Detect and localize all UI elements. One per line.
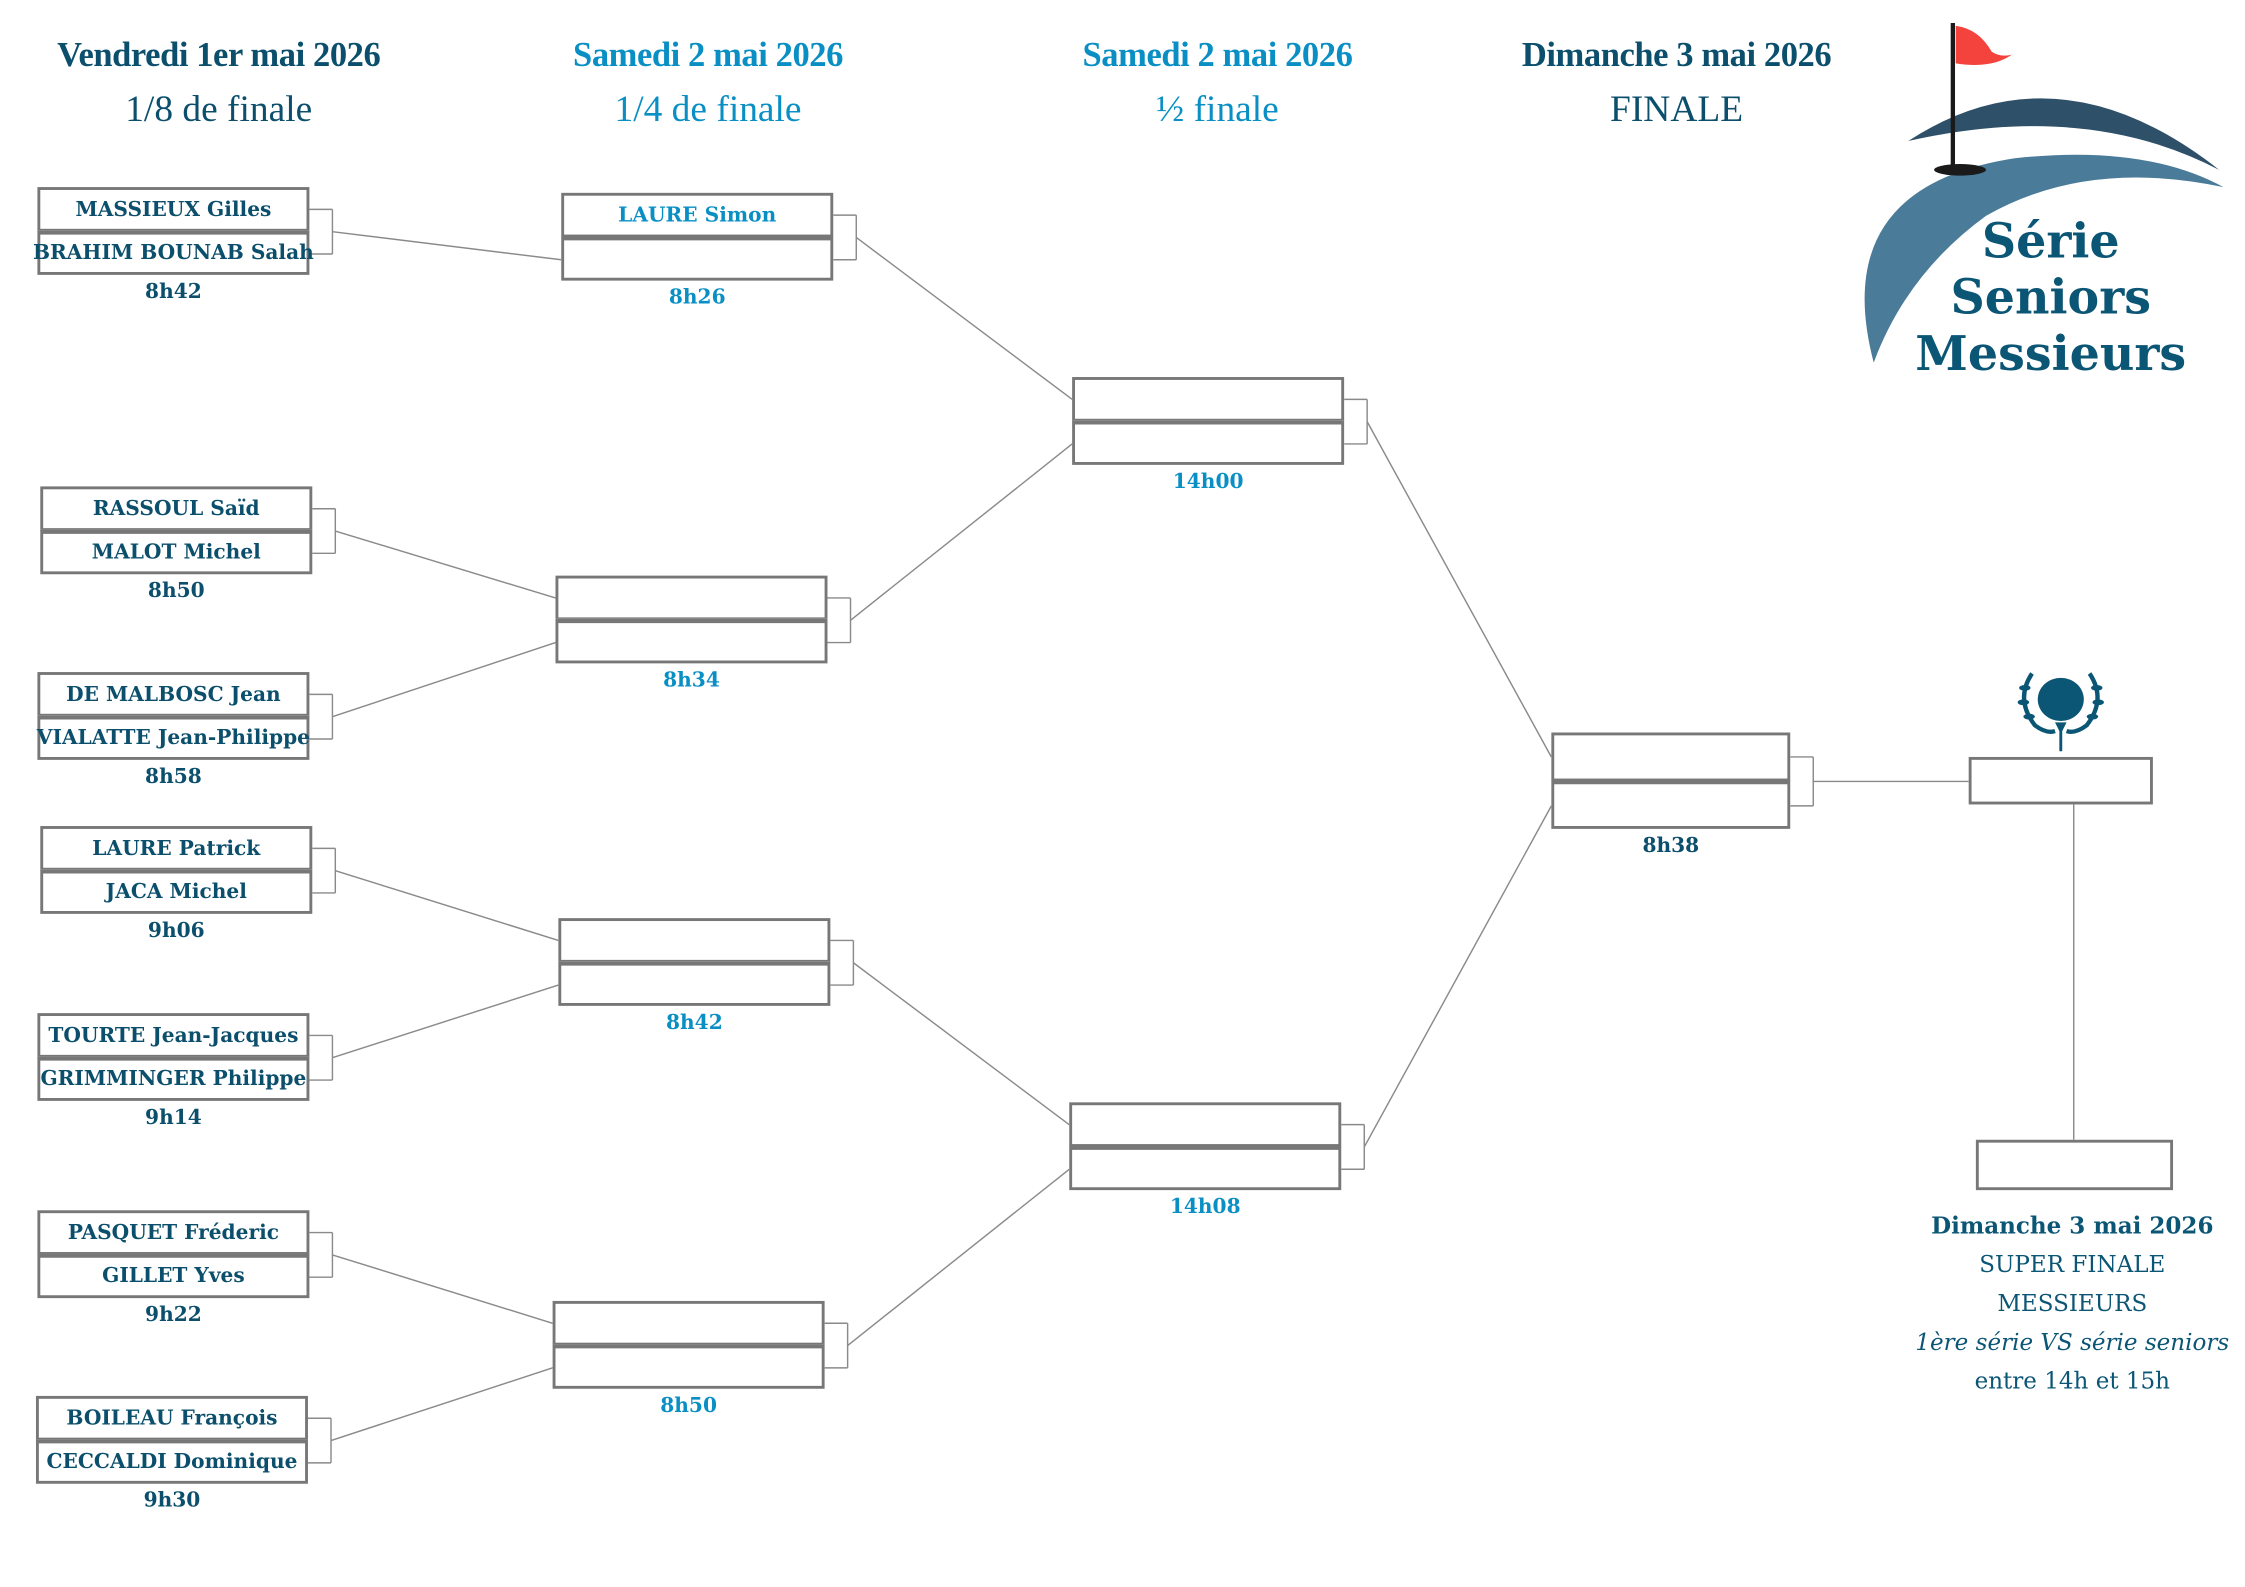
player-slot-top xyxy=(1072,377,1345,422)
match-time: 8h34 xyxy=(663,669,720,693)
connector-line xyxy=(852,962,1070,1126)
player-slot-bottom: GILLET Yves xyxy=(37,1253,310,1299)
player-slot-bottom: JACA Michel xyxy=(40,869,313,914)
match-time: 9h22 xyxy=(145,1303,202,1327)
player-slot-bottom: CECCALDI Dominique xyxy=(35,1439,308,1484)
header-final: Dimanche 3 mai 2026 FINALE xyxy=(1446,37,1907,131)
super-final-date: Dimanche 3 mai 2026 xyxy=(1931,1211,2214,1240)
connector-line xyxy=(847,1168,1070,1347)
quarter-final-match: 8h42 xyxy=(558,918,831,1035)
player-slot-bottom xyxy=(1072,420,1345,465)
player-slot-top: RASSOUL Saïd xyxy=(40,486,313,532)
player-slot-bottom xyxy=(1069,1145,1342,1191)
player-slot-bottom: MALOT Michel xyxy=(40,529,313,575)
connector-line xyxy=(855,236,1073,400)
match-time: 8h50 xyxy=(147,579,205,603)
connector-line xyxy=(850,443,1073,621)
super-final-slot xyxy=(1975,1139,2174,1191)
match-time: 14h00 xyxy=(1172,470,1244,494)
header-date: Samedi 2 mai 2026 xyxy=(573,37,843,75)
connector-line xyxy=(332,984,559,1059)
header-round: ½ finale xyxy=(1156,87,1279,130)
quarter-final-match: 8h50 xyxy=(552,1300,825,1418)
match-time: 9h06 xyxy=(147,919,205,943)
super-final-title: SUPER FINALE xyxy=(1979,1250,2166,1278)
player-slot-top: MASSIEUX Gilles xyxy=(37,187,310,232)
quarter-final-match: LAURE Simon 8h26 xyxy=(561,192,834,310)
header-quarter-finals: Samedi 2 mai 2026 1/4 de finale xyxy=(478,37,939,131)
connector-line xyxy=(335,530,556,599)
header-semi-finals: Samedi 2 mai 2026 ½ finale xyxy=(987,37,1448,131)
player-slot-top: BOILEAU François xyxy=(35,1395,308,1441)
match-time: 9h30 xyxy=(143,1489,201,1513)
header-round: FINALE xyxy=(1610,87,1744,130)
golf-trophy-icon xyxy=(2017,672,2104,752)
player-slot-top xyxy=(1069,1102,1342,1147)
player-slot-bottom: BRAHIM BOUNAB Salah xyxy=(33,230,314,275)
match-time: 8h26 xyxy=(668,286,726,310)
match-time: 9h14 xyxy=(145,1106,202,1130)
match-time: 8h50 xyxy=(660,1394,717,1418)
player-slot-bottom: GRIMMINGER Philippe xyxy=(37,1056,310,1101)
connector-line xyxy=(1366,421,1552,758)
final-match: 8h38 xyxy=(1551,732,1791,858)
super-final-hours: entre 14h et 15h xyxy=(1974,1367,2171,1395)
super-final-subtitle: 1ère série VS série seniors xyxy=(1915,1328,2230,1356)
player-slot-top: TOURTE Jean-Jacques xyxy=(37,1013,310,1058)
connector-line xyxy=(330,1367,553,1442)
player-slot-bottom xyxy=(1551,779,1791,829)
connector-line xyxy=(332,641,556,718)
super-final-title-2: MESSIEURS xyxy=(1997,1289,2148,1317)
player-slot-bottom xyxy=(552,1344,825,1389)
header-round-of-16: Vendredi 1er mai 2026 1/8 de finale xyxy=(0,37,449,131)
header-round: 1/4 de finale xyxy=(614,87,802,130)
player-slot-top: LAURE Patrick xyxy=(40,826,313,871)
player-slot-top xyxy=(1551,732,1791,782)
golf-logo-icon xyxy=(1864,23,2224,363)
champion-slot xyxy=(1968,756,2153,805)
connector-line xyxy=(332,1254,553,1324)
series-title: Série Seniors Messieurs xyxy=(1871,213,2231,381)
match-time: 8h42 xyxy=(145,280,202,304)
player-slot-top xyxy=(558,918,831,963)
series-title-line: Série xyxy=(1981,212,2120,270)
series-title-line: Messieurs xyxy=(1915,325,2187,382)
match-time: 8h58 xyxy=(145,765,202,789)
player-slot-top: DE MALBOSC Jean xyxy=(37,672,310,717)
header-round: 1/8 de finale xyxy=(125,87,313,130)
quarter-final-match: 8h34 xyxy=(555,575,828,693)
semi-final-match: 14h08 xyxy=(1069,1102,1342,1219)
player-slot-bottom xyxy=(558,961,831,1006)
player-slot-top xyxy=(555,575,828,621)
player-slot-top xyxy=(552,1300,825,1346)
match-time: 8h38 xyxy=(1642,834,1700,858)
player-slot-top: LAURE Simon xyxy=(561,192,834,238)
super-final-info: Dimanche 3 mai 2026 SUPER FINALE MESSIEU… xyxy=(1885,1206,2245,1400)
connector-line xyxy=(1363,805,1552,1148)
header-date: Samedi 2 mai 2026 xyxy=(1082,37,1353,75)
connector-line xyxy=(332,230,562,261)
match-time: 8h42 xyxy=(666,1011,723,1035)
series-title-line: Seniors xyxy=(1950,269,2151,326)
player-slot-top: PASQUET Fréderic xyxy=(37,1210,310,1255)
connector-line xyxy=(335,869,559,942)
player-slot-bottom xyxy=(555,618,828,664)
match-time: 14h08 xyxy=(1169,1195,1241,1219)
semi-final-match: 14h00 xyxy=(1072,377,1345,494)
header-date: Vendredi 1er mai 2026 xyxy=(57,37,381,75)
player-slot-bottom xyxy=(561,236,834,281)
player-slot-bottom: VIALATTE Jean-Philippe xyxy=(37,715,310,760)
header-date: Dimanche 3 mai 2026 xyxy=(1521,37,1832,75)
